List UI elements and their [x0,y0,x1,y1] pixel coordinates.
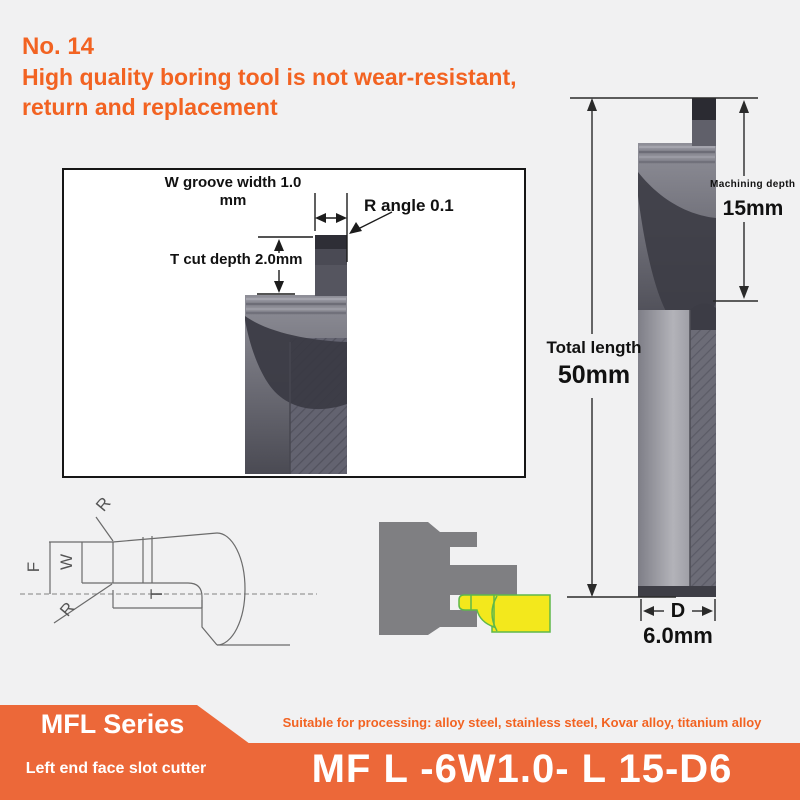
label-r-top: R [92,494,114,516]
r-angle-annotation: R angle 0.1 [364,196,454,215]
box-tool-tip-base [315,263,347,296]
diameter-letter: D [670,600,686,622]
groove-width-annotation: W groove width 1.0 mm [158,174,308,210]
label-f: F [24,562,43,572]
label-r-bottom: R [56,599,78,621]
yellow-tool-nose [458,594,495,629]
photo-tool-bottom [638,586,716,597]
box-tool-tip [315,249,347,265]
workpiece-cross-section [379,522,517,635]
photo-tool-grind-streaks [639,145,715,164]
diameter-value: 6.0mm [643,623,713,648]
photo-tool-tip [692,120,716,146]
yellow-tool-arc [491,595,498,632]
banner-background [0,743,800,800]
series-subtitle: Left end face slot cutter [25,760,207,777]
page-title: High quality boring tool is not wear-res… [22,62,552,122]
photo-dimension-lines [567,97,758,621]
machining-schematic [379,522,551,635]
cut-depth-annotation: T cut depth 2.0mm [170,251,303,268]
series-name: MFL Series [40,709,185,739]
boxed-tool-photo [245,235,347,474]
model-number: MF L -6W1.0- L 15-D6 [311,747,733,791]
page-title-line2: return and replacement [22,94,278,120]
groove-width-line1: W groove width 1.0 [164,174,302,191]
box-dimension-lines [257,193,393,295]
photo-tool-flank [638,172,716,331]
label-w: W [57,554,76,570]
tool-photo [638,98,716,597]
yellow-tool [458,594,551,633]
photo-tool-shank-hatch [690,310,716,592]
page-number: No. 14 [22,33,95,60]
machining-depth-value: 15mm [722,197,784,220]
box-tool-flank [245,316,347,410]
profile-drawing-labels: F W T R R [24,494,166,621]
photo-tool-tip-edge [692,98,716,120]
box-tool-tip-edge [315,235,347,249]
box-tool-grind-streaks [246,297,346,315]
suitable-materials: Suitable for processing: alloy steel, st… [282,715,762,730]
total-length-label: Total length [546,338,642,357]
label-t: T [147,589,166,599]
yellow-tool-body [491,594,551,633]
page-title-line1: High quality boring tool is not wear-res… [22,64,517,90]
photo-tool-coat-end [690,303,716,330]
profile-line-drawing [20,516,317,646]
groove-width-line2: mm [219,192,247,209]
total-length-value: 50mm [557,361,631,389]
machining-depth-label: Machining depth [710,179,796,190]
